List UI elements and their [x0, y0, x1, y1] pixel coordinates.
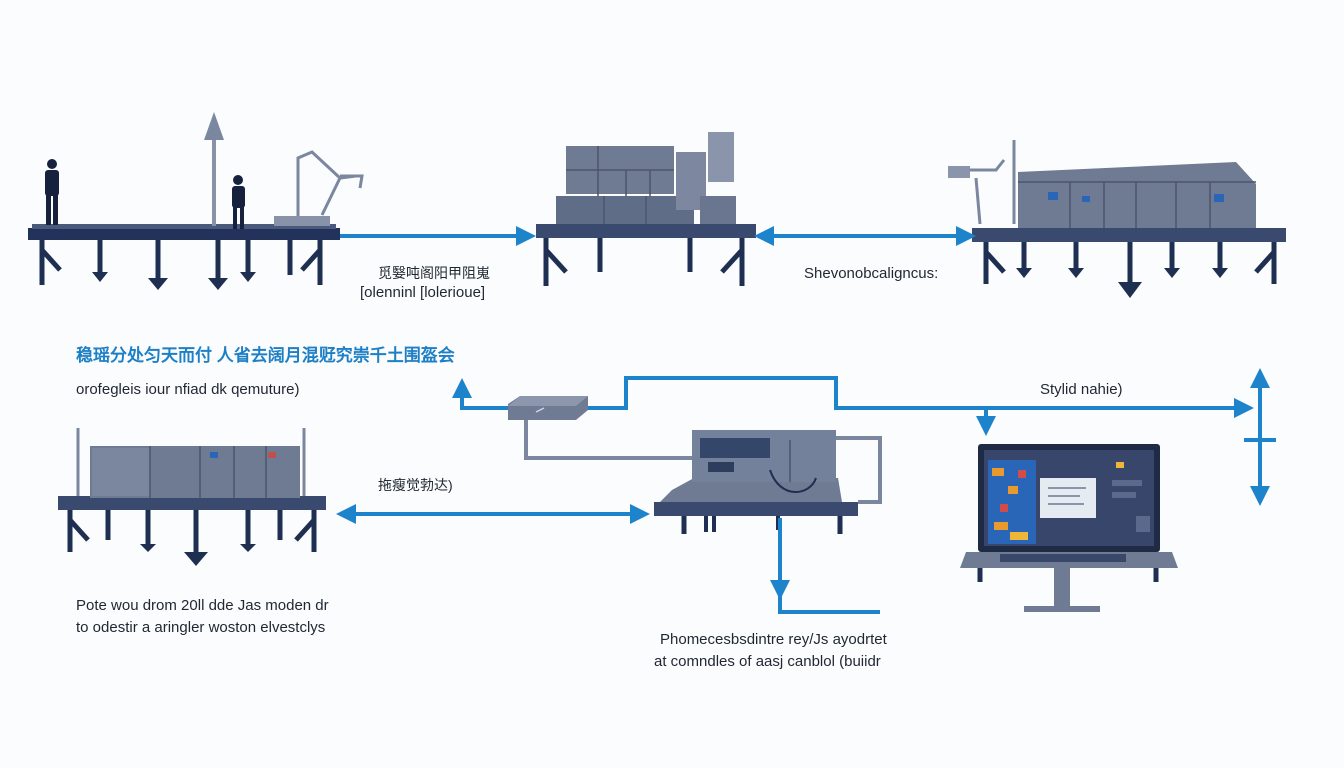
arrow-down-icon: [240, 544, 256, 552]
arrow-down-icon: [148, 278, 168, 290]
router-icon: [508, 396, 588, 420]
note-left-line-2: to odestir a aringler woston elvestclys: [76, 619, 326, 636]
note-left-line-1: Pote wou drom 20ll dde Jas moden dr: [76, 597, 329, 614]
section-subtitle: orofegleis iour nfiad dk qemuture): [76, 381, 300, 398]
arrow-down-icon: [92, 272, 108, 282]
person-icon: [232, 175, 245, 229]
arrow-down-icon: [184, 552, 208, 566]
laptop-icon: [960, 444, 1178, 582]
arrow-down-icon: [1016, 268, 1032, 278]
station-1-platform: [28, 224, 340, 290]
note-bottom-line-1: Phomecesbsdintre rey/Js ayodrtet: [660, 631, 887, 648]
monitor-stand-icon: [1024, 568, 1100, 612]
link-label-4: Stylid nahie): [1040, 381, 1123, 398]
note-bottom-line-2: at comndles of aasj canblol (buiidr: [654, 653, 881, 670]
station-4-machine: [58, 428, 326, 566]
lamp-post-icon: [204, 112, 224, 226]
station-2-machine: [536, 132, 756, 286]
arrow-down-icon: [1164, 268, 1180, 278]
station-3-machine: [948, 140, 1286, 298]
link-label-2: Shevonobcaligncus:: [804, 265, 939, 282]
arrow-down-icon: [1068, 268, 1084, 278]
arrow-down-icon: [208, 278, 228, 290]
robot-arm-icon: [274, 150, 364, 226]
connector-arrow: [336, 368, 1276, 614]
link-label-3: 拖瘦觉勃达): [378, 477, 453, 493]
person-icon: [45, 159, 59, 225]
arrow-down-icon: [140, 544, 156, 552]
arrow-down-icon: [1118, 282, 1142, 298]
connector-line: [524, 420, 882, 504]
link-label-1-sub: [olenninl [lolerioue]: [360, 284, 486, 301]
section-title: 稳瑶分处匀天而付 人省去阔月混觃究崇千土围盔会: [76, 346, 455, 365]
arrow-down-icon: [1212, 268, 1228, 278]
station-5-machine: [654, 430, 858, 534]
link-label-1: 觅嫛吨阁阳甲阻嵬: [378, 265, 490, 281]
arrow-down-icon: [240, 272, 256, 282]
